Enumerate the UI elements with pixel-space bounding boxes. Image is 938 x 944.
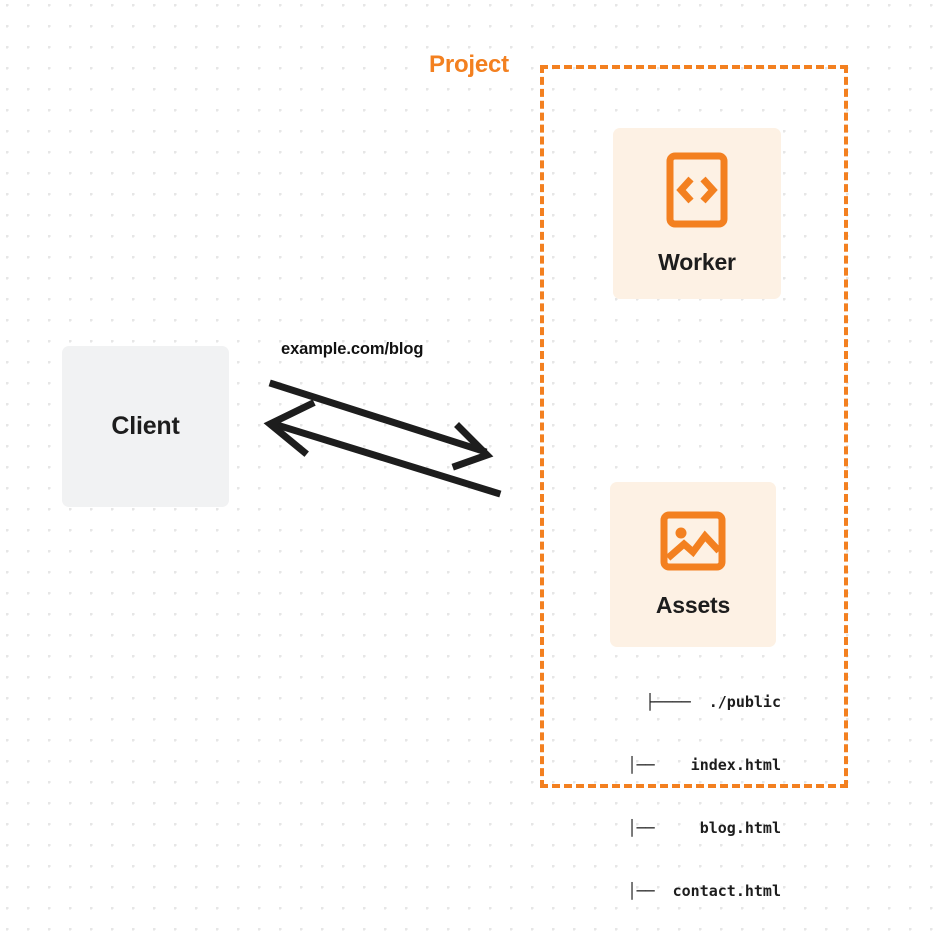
worker-label: Worker (658, 248, 736, 275)
file-tree-row: │── blog.html (618, 819, 781, 837)
client-node[interactable]: Client (62, 346, 229, 507)
assets-label: Assets (655, 591, 731, 618)
assets-node[interactable]: Assets (610, 482, 776, 647)
file-tree-row: ├──── ./public (645, 693, 781, 711)
file-tree-row: │── index.html (618, 756, 781, 774)
request-url-label: example.com/blog (281, 340, 424, 358)
connector-arrows (263, 379, 502, 498)
assets-file-tree: ├──── ./public │── index.html │── blog.h… (585, 650, 781, 944)
project-container (540, 65, 848, 788)
file-tree-row: │── contact.html (618, 882, 781, 900)
client-label: Client (111, 412, 180, 440)
project-title: Project (422, 51, 516, 79)
image-icon (660, 511, 726, 576)
diagram-canvas: Client example.com/blog Project Worker (62, 51, 848, 900)
worker-node[interactable]: Worker (613, 128, 781, 299)
code-file-icon (666, 152, 728, 233)
response-arrow (263, 399, 502, 498)
request-arrow (268, 379, 494, 471)
